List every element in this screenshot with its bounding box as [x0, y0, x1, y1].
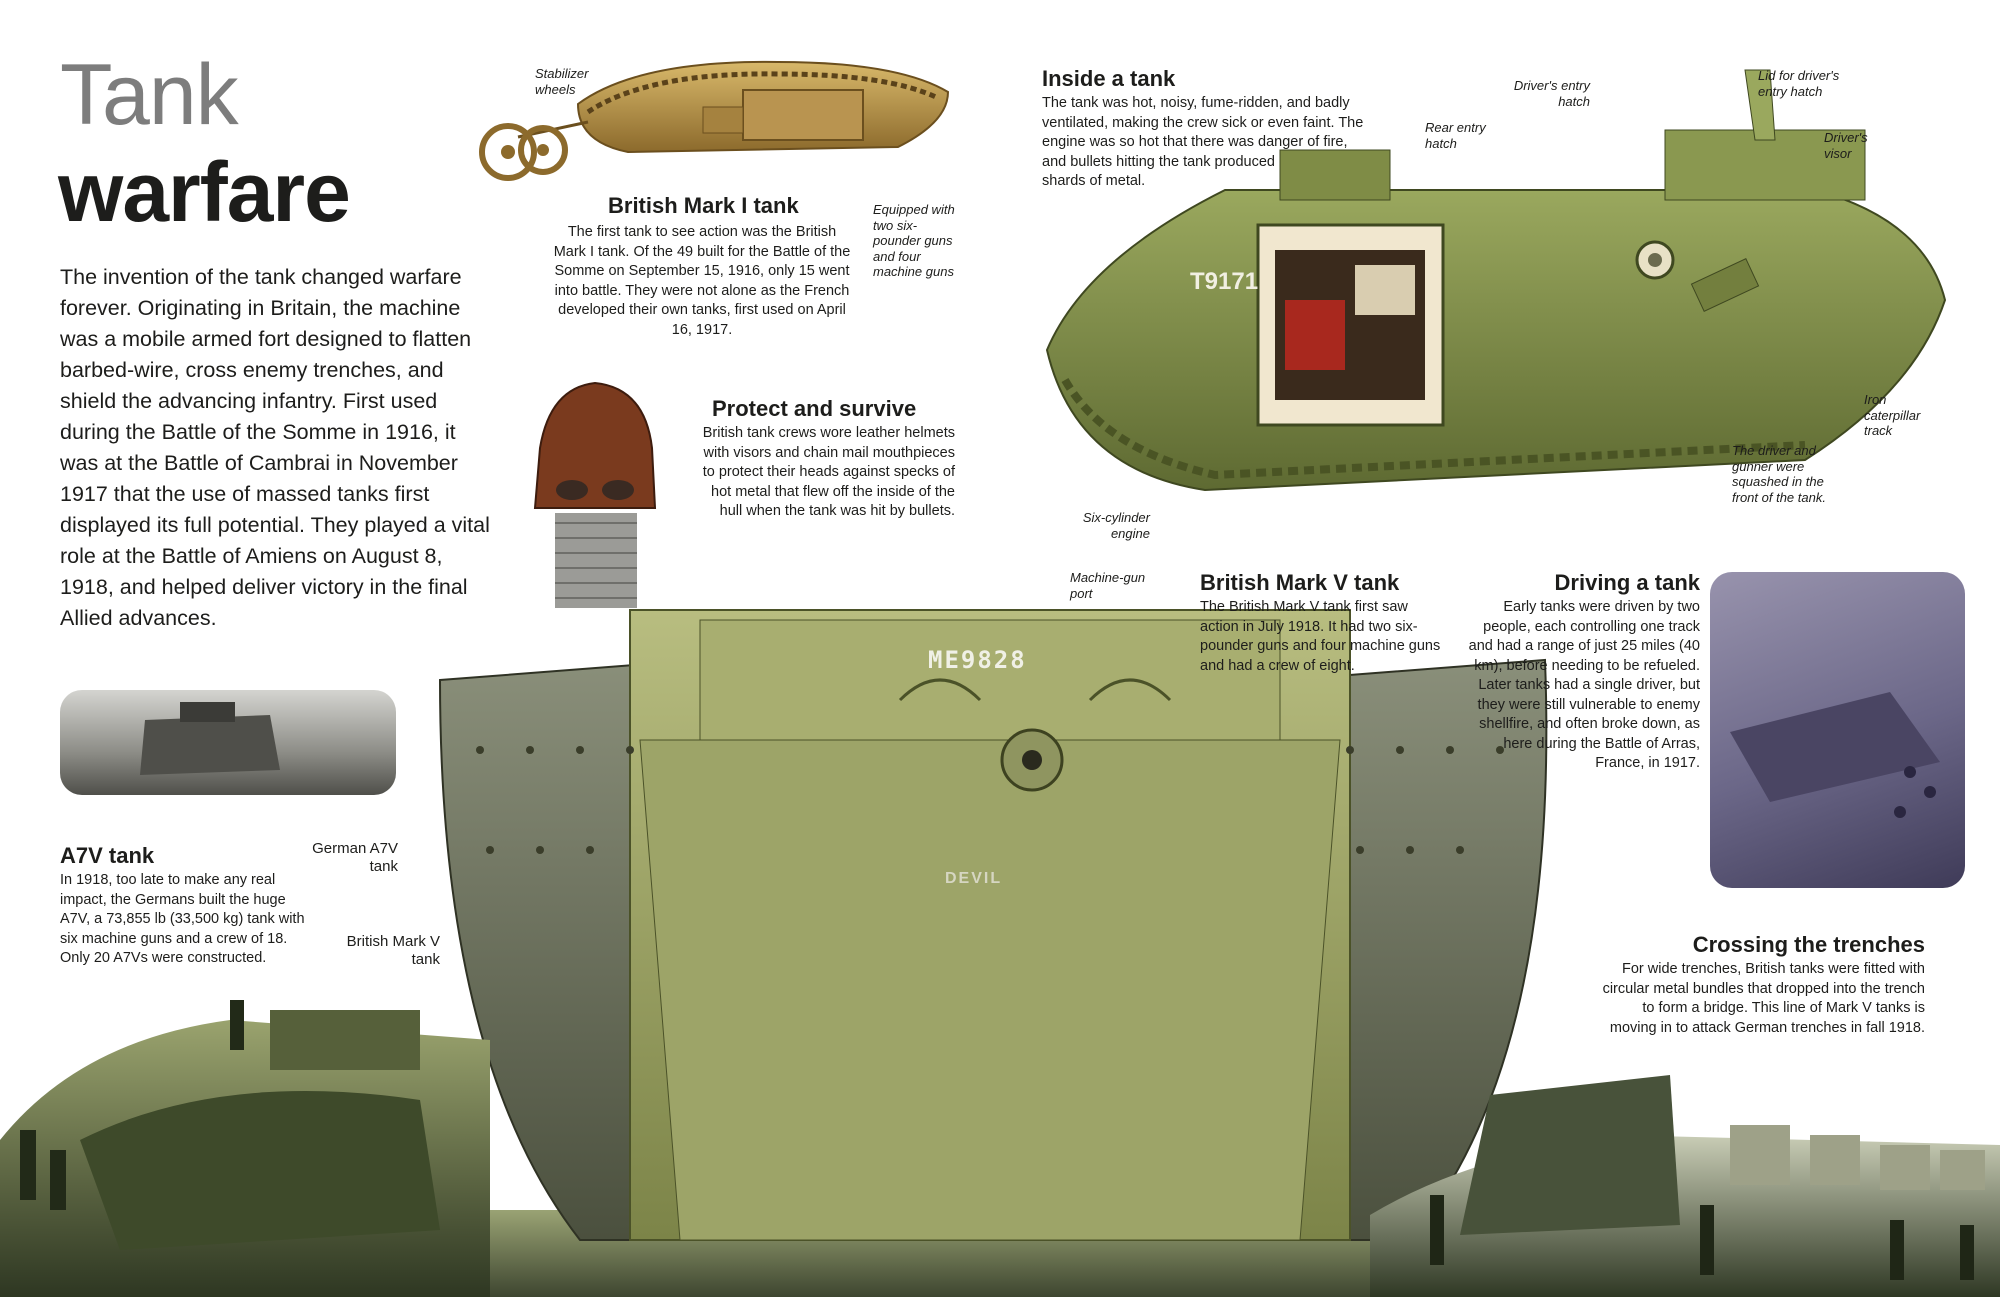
heading-protect-survive: Protect and survive [712, 396, 917, 421]
heading-mark-v: British Mark V tank [1200, 570, 1400, 595]
tank-plate: ME9828 [928, 646, 1027, 674]
tank-crew-helmet-image [533, 381, 657, 608]
label-six-cylinder-engine: Six-cylinder engine [1082, 510, 1150, 541]
battle-of-arras-photo [1710, 572, 1965, 888]
heading-mark-i: British Mark I tank [608, 193, 799, 218]
caption-stabilizer-wheels: Stabilizer wheels [535, 66, 589, 97]
body-mark-v: The British Mark V tank first saw action… [1200, 599, 1441, 674]
mark-v-battlefield-photo [0, 1000, 490, 1297]
heading-inside-tank: Inside a tank [1042, 66, 1176, 91]
heading-crossing-trenches: Crossing the trenches [1692, 932, 1925, 957]
inside-tank-cutaway-image [1045, 69, 1947, 492]
body-driving-tank: Early tanks were driven by two people, e… [1468, 599, 1700, 771]
body-inside-tank: The tank was hot, noisy, fume-ridden, an… [1042, 95, 1364, 189]
intro-paragraph: The invention of the tank changed warfar… [60, 265, 490, 630]
body-mark-i: The first tank to see action was the Bri… [553, 224, 851, 338]
caption-machine-gun-port: Machine-gun port [1070, 570, 1146, 601]
tanks-moving-in-photo [1370, 1075, 2000, 1297]
label-british-mark-v: British Mark V tank [346, 933, 440, 968]
label-drivers-entry-hatch: Driver's entry hatch [1513, 78, 1590, 109]
label-lid-drivers-hatch: Lid for driver's entry hatch [1758, 68, 1840, 99]
tank-name: DEVIL [945, 870, 1003, 887]
label-rear-entry-hatch: Rear entry hatch [1425, 120, 1486, 151]
label-german-a7v: German A7V tank [312, 840, 398, 875]
hull-number: T9171 [1190, 268, 1259, 295]
title-warfare: warfare [58, 145, 351, 239]
body-crossing-trenches: For wide trenches, British tanks were fi… [1602, 961, 1925, 1036]
heading-a7v: A7V tank [60, 843, 155, 868]
heading-driving-tank: Driving a tank [1554, 570, 1700, 595]
caption-mark-i-guns: Equipped with two six-pounder guns and f… [873, 202, 955, 279]
title-tank: Tank [60, 47, 239, 143]
label-drivers-visor: Driver's visor [1824, 130, 1868, 161]
label-iron-caterpillar-track: Iron caterpillar track [1864, 392, 1921, 438]
label-driver-gunner: The driver and gunner were squashed in t… [1732, 443, 1826, 505]
a7v-tank-photo [60, 690, 396, 795]
body-a7v: In 1918, too late to make any real impac… [60, 872, 305, 966]
mark-i-tank-image [479, 60, 950, 181]
body-protect-survive: British tank crews wore leather helmets … [702, 425, 955, 519]
